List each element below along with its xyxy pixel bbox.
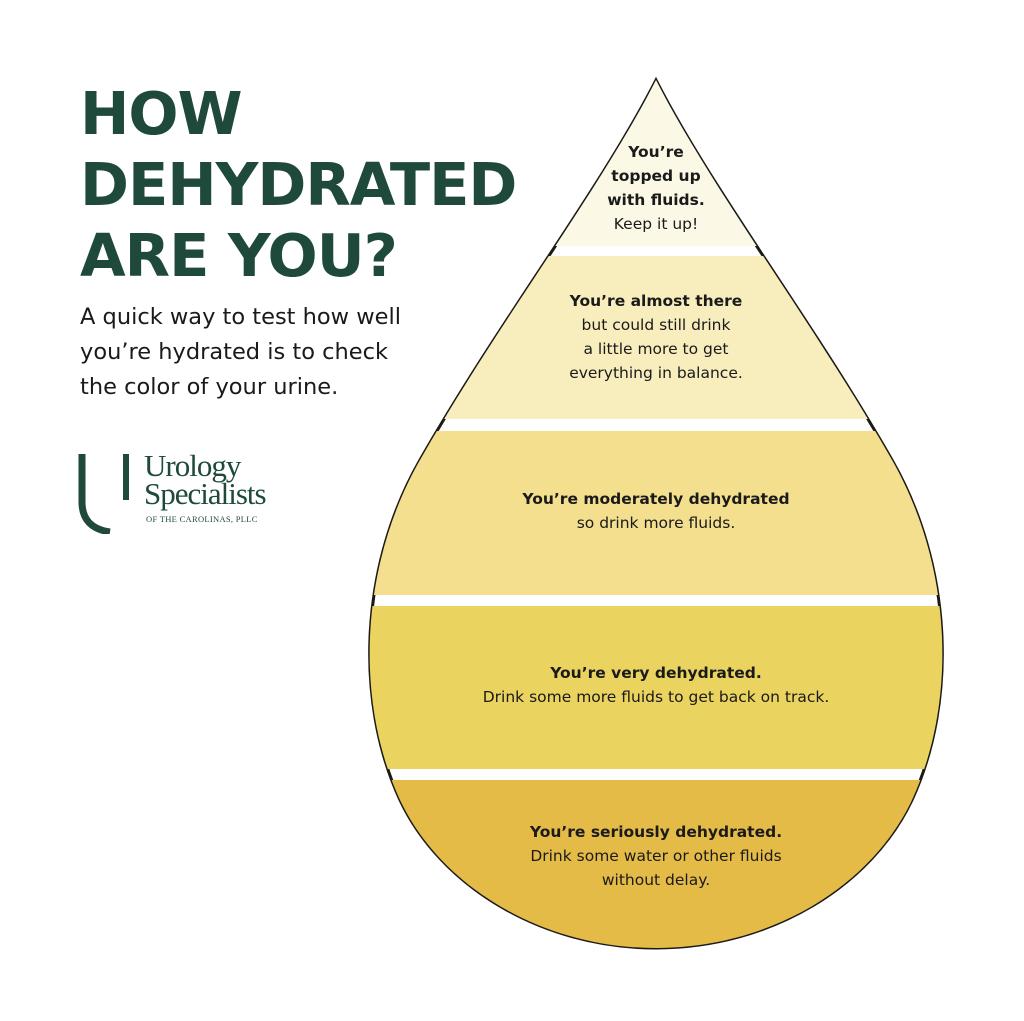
title-line-2: DEHYDRATED	[80, 150, 517, 219]
company-logo: Urology Specialists OF THE CAROLINAS, PL…	[78, 448, 298, 538]
level-4-bold-line: You’re very dehydrated.	[550, 664, 762, 682]
intro-line-2: you’re hydrated is to check	[80, 339, 388, 365]
level-4-text: You’re very dehydrated. Drink some more …	[406, 661, 906, 709]
logo-word-urology: Urology	[144, 448, 241, 483]
level-1-line: Keep it up!	[613, 215, 699, 233]
level-2-line: a little more to get	[583, 340, 729, 358]
level-2-line: everything in balance.	[569, 364, 743, 382]
page-title: HOW DEHYDRATED ARE YOU?	[80, 78, 517, 291]
level-1-bold-line: topped up	[611, 167, 701, 185]
title-line-3: ARE YOU?	[80, 221, 398, 290]
logo-u-mark	[78, 454, 129, 534]
level-5-bold-line: You’re seriously dehydrated.	[529, 823, 783, 841]
level-2-text: You’re almost there but could still drin…	[506, 289, 806, 385]
level-1-bold-line: You’re	[628, 143, 684, 161]
level-5-line: without delay.	[601, 871, 711, 889]
intro-text: A quick way to test how well you’re hydr…	[80, 300, 450, 405]
level-5-text: You’re seriously dehydrated. Drink some …	[456, 820, 856, 892]
level-2-bold-line: You’re almost there	[569, 292, 743, 310]
level-2-line: but could still drink	[581, 316, 731, 334]
logo-word-specialists: Specialists	[144, 476, 267, 511]
level-1-bold-line: with fluids.	[607, 191, 705, 209]
level-1-text: You’re topped up with fluids. Keep it up…	[556, 140, 756, 236]
level-band-4	[369, 606, 943, 769]
logo-tagline: OF THE CAROLINAS, PLLC	[146, 514, 258, 524]
level-band-3	[369, 431, 943, 595]
intro-line-3: the color of your urine.	[80, 374, 339, 400]
level-3-line: so drink more fluids.	[576, 514, 736, 532]
level-4-line: Drink some more fluids to get back on tr…	[482, 688, 830, 706]
intro-line-1: A quick way to test how well	[80, 304, 401, 330]
level-3-bold-line: You’re moderately dehydrated	[522, 490, 790, 508]
title-line-1: HOW	[80, 79, 243, 148]
level-3-text: You’re moderately dehydrated so drink mo…	[456, 487, 856, 535]
level-5-line: Drink some water or other fluids	[530, 847, 782, 865]
